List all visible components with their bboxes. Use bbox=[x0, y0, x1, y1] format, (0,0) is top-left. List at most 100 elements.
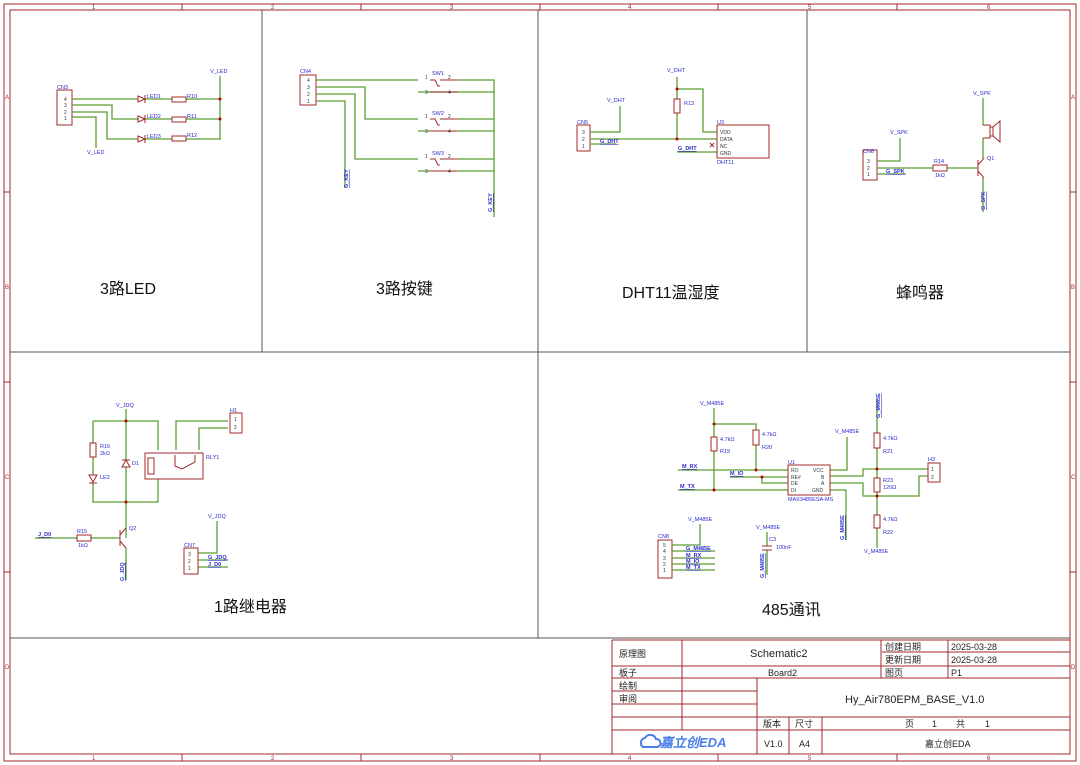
pin-number: 1 bbox=[425, 114, 428, 120]
row-letter: B bbox=[5, 285, 9, 291]
h1-label: H1 bbox=[230, 408, 237, 414]
r16-label: R16 bbox=[100, 444, 110, 450]
pin-number: 3 bbox=[64, 103, 67, 109]
pin-number: 1 bbox=[188, 566, 191, 572]
schematic-label: 原理图 bbox=[619, 649, 646, 659]
total-word: 共 bbox=[956, 719, 965, 729]
pin-number: 3 bbox=[307, 85, 310, 91]
row-letter: C bbox=[5, 475, 10, 481]
pin-number: 2 bbox=[448, 154, 451, 160]
led1-label: LED1 bbox=[147, 94, 161, 100]
transistor-icon bbox=[119, 527, 127, 549]
sw2-label: SW2 bbox=[432, 111, 444, 117]
r16-value: 2kΩ bbox=[100, 451, 110, 457]
page-value: P1 bbox=[951, 668, 962, 678]
resistor-icon bbox=[673, 98, 681, 114]
col-number: 3 bbox=[450, 5, 454, 11]
sheet-frame: 1 2 3 4 5 6 1 2 3 4 5 6 A B C D A B C D bbox=[3, 3, 1077, 762]
net-m-tx: M_TX bbox=[686, 565, 701, 571]
connector-cn6 bbox=[862, 149, 878, 181]
row-letter: D bbox=[5, 665, 10, 671]
row-letter: D bbox=[1071, 665, 1076, 671]
version-value: V1.0 bbox=[764, 739, 783, 749]
board-name: Board2 bbox=[768, 668, 797, 678]
col-number: 6 bbox=[987, 5, 991, 11]
pin-number: 1 bbox=[663, 568, 666, 574]
updated-label: 更新日期 bbox=[885, 654, 921, 665]
col-number: 2 bbox=[271, 756, 275, 762]
pin-number: 1 bbox=[931, 467, 934, 473]
pin-number: 4 bbox=[663, 549, 666, 555]
resistor-icon bbox=[873, 432, 881, 449]
resistor-icon bbox=[932, 164, 948, 172]
review-label: 审阅 bbox=[619, 693, 637, 704]
col-number: 5 bbox=[808, 756, 812, 762]
panel-title-led: 3路LED bbox=[100, 280, 156, 298]
drawn-label: 绘制 bbox=[619, 680, 637, 691]
net-m-io: M_IO bbox=[730, 471, 744, 477]
resistor-icon bbox=[873, 477, 881, 493]
r15-value: 1kΩ bbox=[78, 543, 88, 549]
resistor-icon bbox=[76, 534, 92, 542]
net-v-spk: V_SPK bbox=[973, 91, 991, 97]
pin-number: 2 bbox=[64, 110, 67, 116]
pin-number: 4 bbox=[448, 90, 451, 96]
no-connect-icon bbox=[709, 142, 715, 148]
cloud-icon bbox=[639, 733, 662, 748]
pin-number: 4 bbox=[64, 97, 67, 103]
row-letter: B bbox=[1071, 285, 1075, 291]
led-icon bbox=[137, 95, 147, 143]
pin-number: 2 bbox=[663, 562, 666, 568]
buzzer-circuit: CN6 3 2 1 R14 1kΩ Q1 V_SPK V_SPK G_SPK G… bbox=[862, 91, 1001, 212]
net-g-m485e: G_M485E bbox=[840, 515, 846, 540]
pin-number: 3 bbox=[188, 552, 191, 558]
panel-title-485: 485通讯 bbox=[762, 601, 821, 619]
connector-cn4 bbox=[299, 74, 317, 106]
pin-name: DE bbox=[791, 481, 799, 487]
r22-value: 4.7kΩ bbox=[883, 517, 898, 523]
net-v-dht: V_DHT bbox=[667, 68, 686, 74]
net-m-io: M_IO bbox=[686, 559, 700, 565]
sw3-label: SW3 bbox=[432, 151, 444, 157]
size-value: A4 bbox=[799, 739, 810, 749]
pin-number: 4 bbox=[448, 169, 451, 175]
updated-date: 2025-03-28 bbox=[951, 655, 997, 665]
pin-name: DI bbox=[791, 488, 796, 494]
col-number: 6 bbox=[987, 756, 991, 762]
net-g-m485e: G_M485E bbox=[760, 553, 766, 578]
header-h1 bbox=[229, 412, 243, 434]
pin-number: 3 bbox=[867, 159, 870, 165]
net-v-jdq: V_JDQ bbox=[116, 403, 134, 409]
r11-label: R11 bbox=[187, 114, 197, 120]
u3-part: DHT11 bbox=[717, 160, 734, 166]
r10-label: R10 bbox=[187, 94, 197, 100]
pin-name: RO bbox=[791, 468, 799, 474]
resistor-icon bbox=[873, 514, 881, 529]
c3-value: 100nF bbox=[776, 545, 792, 551]
pin-number: 4 bbox=[307, 78, 310, 84]
pin-number: 2 bbox=[234, 425, 237, 431]
pin-name: DATA bbox=[720, 137, 733, 143]
row-letter: A bbox=[1071, 95, 1075, 101]
relay-icon bbox=[144, 452, 204, 480]
pin-number: 3 bbox=[425, 90, 428, 96]
panel-title-key: 3路按键 bbox=[376, 280, 433, 298]
resistor-icon bbox=[171, 96, 187, 142]
net-j-d0: J_D0 bbox=[208, 562, 221, 568]
cn8-label: CN8 bbox=[658, 534, 669, 540]
ic-u3 bbox=[716, 124, 770, 159]
jlc-eda-logo: 嘉立创EDA bbox=[639, 733, 726, 750]
net-v-m485e: V_M485E bbox=[835, 429, 859, 435]
net-g-m485e: G_M485E bbox=[686, 546, 711, 552]
r12-label: R12 bbox=[187, 133, 197, 139]
led-icon bbox=[88, 474, 98, 484]
pin-name: A bbox=[821, 481, 825, 487]
panel-title-dht: DHT11温湿度 bbox=[622, 284, 720, 302]
pin-number: 3 bbox=[663, 556, 666, 562]
col-number: 3 bbox=[450, 756, 454, 762]
q2-label: Q2 bbox=[129, 526, 136, 532]
net-v-spk: V_SPK bbox=[890, 130, 908, 136]
total-pages: 1 bbox=[985, 719, 990, 729]
page-word: 页 bbox=[905, 719, 914, 729]
col-number: 1 bbox=[92, 5, 96, 11]
